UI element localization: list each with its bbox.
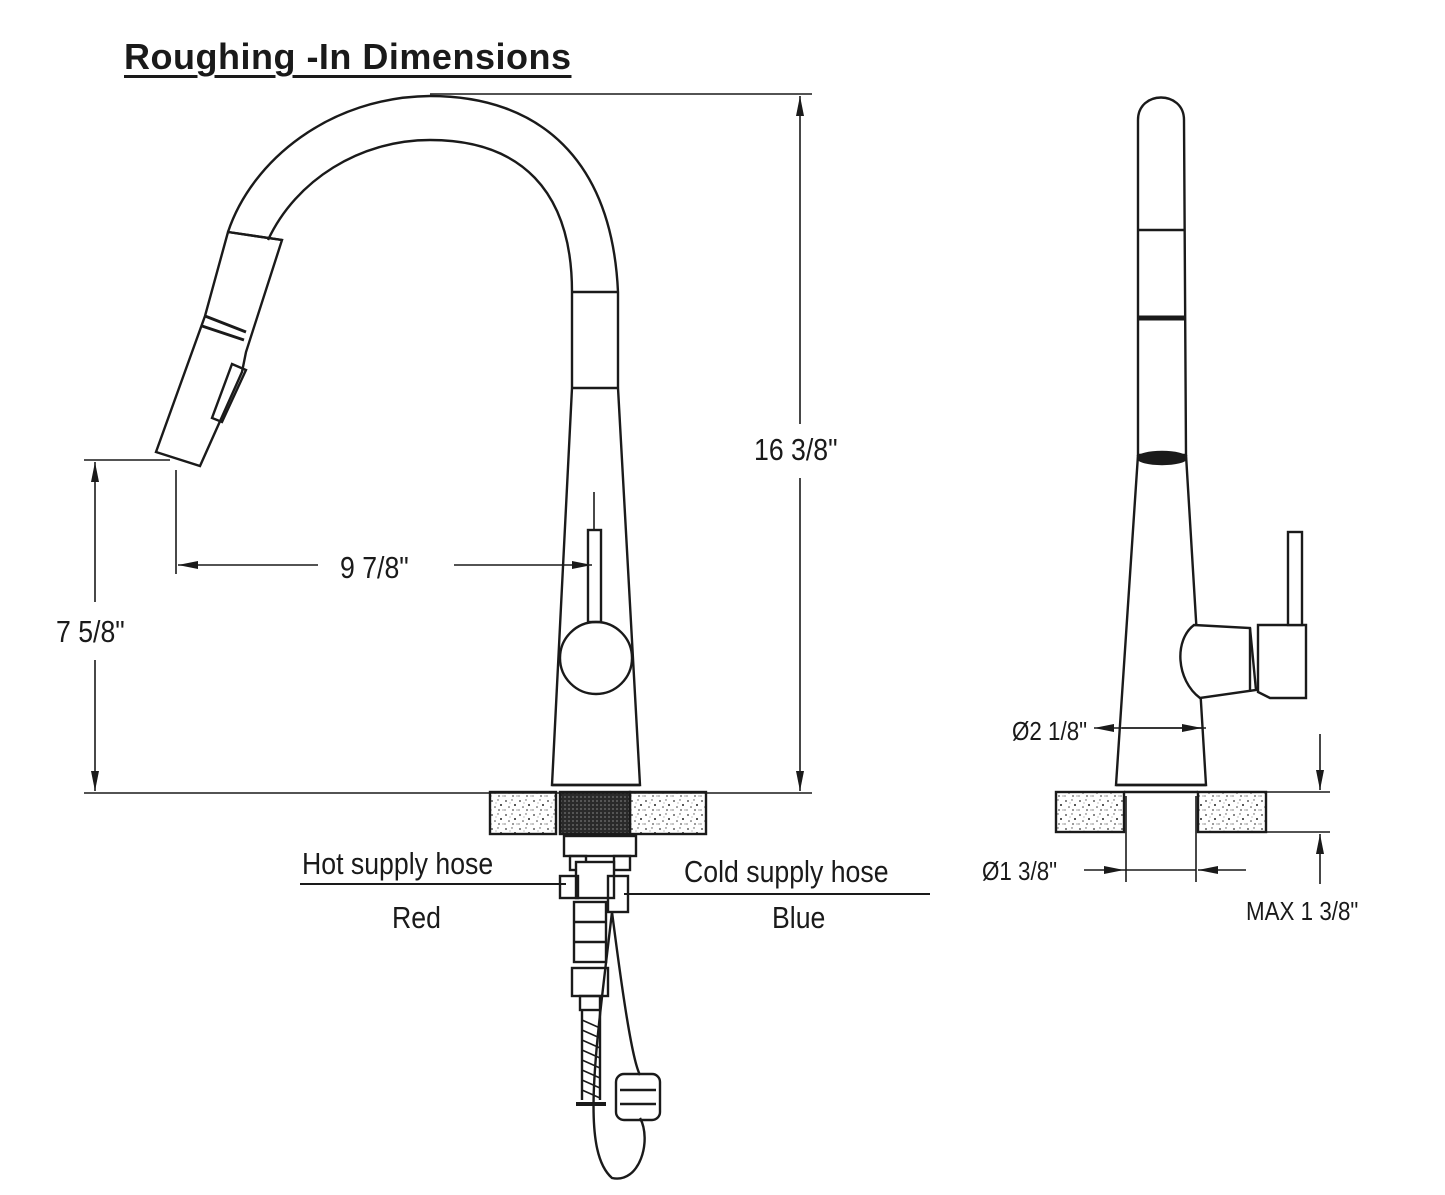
supply-valve — [572, 900, 608, 964]
max-deck-thickness-label: MAX 1 3/8" — [1246, 896, 1359, 926]
front-dimension-lines — [84, 93, 812, 794]
spray-head — [154, 230, 284, 468]
handle-lever — [586, 528, 603, 624]
side-view — [1054, 96, 1308, 834]
hose-weight — [614, 1072, 662, 1122]
side-handle-hub — [1179, 623, 1258, 700]
hole-diameter-label: Ø1 3/8" — [982, 856, 1058, 886]
side-countertop-right — [1196, 790, 1268, 834]
page-title: Roughing -In Dimensions — [124, 36, 572, 77]
side-countertop-left — [1054, 790, 1126, 834]
spout-inner-arc — [266, 138, 574, 293]
spout-outer-arc — [226, 94, 620, 293]
base-diameter-label: Ø2 1/8" — [1012, 716, 1088, 746]
front-view — [154, 94, 930, 1180]
cold-supply-hose-label: Cold supply hose — [684, 854, 889, 889]
spray-hose-loop — [592, 911, 646, 1180]
side-spout — [1136, 96, 1188, 457]
countertop-right — [628, 790, 708, 836]
spout-reach-label: 9 7/8" — [340, 550, 409, 585]
hot-supply-hose-label: Hot supply hose — [302, 846, 494, 881]
side-body — [1114, 454, 1208, 787]
overall-height-label: 16 3/8" — [754, 432, 838, 467]
mounting-shank — [558, 790, 632, 836]
hot-hose-color-label: Red — [392, 900, 441, 935]
side-dimension-lines — [1084, 724, 1330, 884]
cold-hose-color-label: Blue — [772, 900, 826, 935]
countertop-left — [488, 790, 558, 836]
faucet-body — [550, 387, 642, 787]
spray-outlet — [1136, 450, 1188, 466]
handle-hub — [558, 620, 634, 696]
side-handle-lever — [1256, 623, 1308, 700]
spout-height-label: 7 5/8" — [56, 614, 125, 649]
